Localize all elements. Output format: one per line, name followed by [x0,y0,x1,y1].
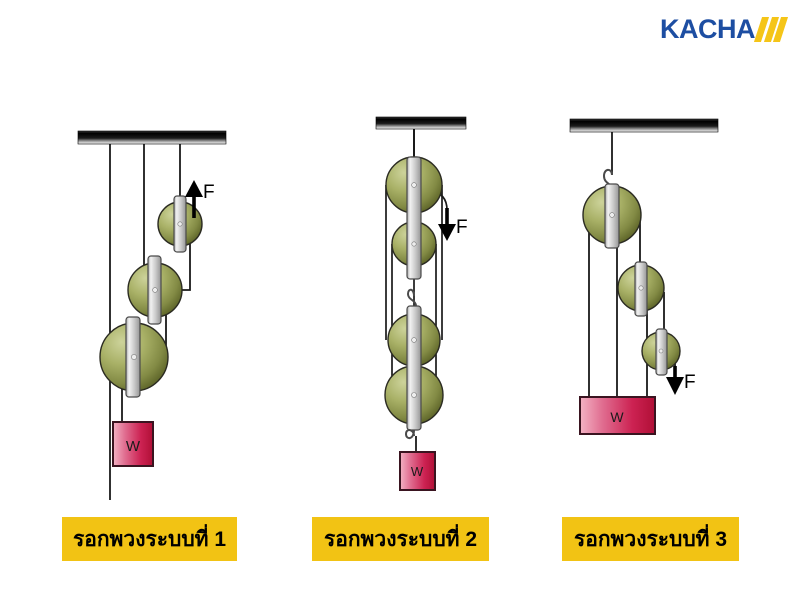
force-arrow-up-icon [185,180,203,218]
pulley [127,255,183,325]
weight-label: W [411,464,424,479]
system-1-caption: รอกพวงระบบที่ 1 [62,517,237,561]
ceiling-bar [569,118,719,133]
weight-block [112,421,154,467]
hook-icon [406,288,417,307]
ceiling-bar [375,116,467,130]
system-1-ropes [109,144,191,500]
force-label: F [203,182,215,203]
pulley [157,195,203,253]
pulley [582,183,642,249]
force-label: F [456,217,468,238]
pulley [617,261,665,317]
logo-wordmark: KACHA [660,13,756,44]
weight-block [579,396,656,435]
hook-icon [404,429,415,440]
pulley [641,328,681,376]
weight-block [399,451,436,491]
force-label: F [684,372,696,393]
system-2-group: F W [375,116,468,491]
system-3-group: F W [569,118,719,435]
force-arrow-down-icon [666,366,684,395]
weight-label: W [610,409,624,425]
kacha-logo: KACHA [660,8,790,50]
system-2-caption: รอกพวงระบบที่ 2 [312,517,489,561]
movable-pulley-block [384,305,444,431]
weight-label: W [126,438,141,455]
ceiling-bar [77,130,227,145]
pulley [99,316,169,398]
force-arrow-down-icon [438,208,456,241]
fixed-pulley-block [385,156,443,280]
system-1-group: F W [77,130,227,500]
system-3-caption: รอกพวงระบบที่ 3 [562,517,739,561]
